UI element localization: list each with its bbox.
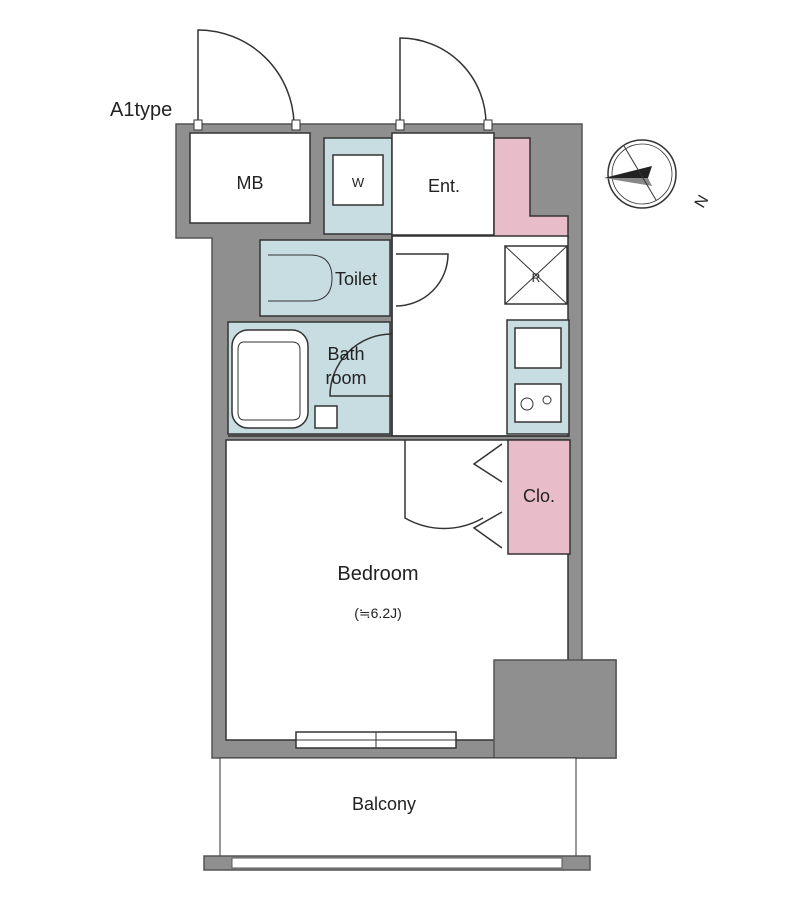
type-label: A1type <box>110 99 172 121</box>
compass-north-label: N <box>692 192 713 211</box>
bedroom-door-swing <box>404 440 484 530</box>
bath-label-2: room <box>325 368 366 388</box>
column <box>493 659 617 759</box>
closet-door-1 <box>472 443 503 483</box>
closet <box>507 439 571 555</box>
toilet-room <box>259 239 391 317</box>
mb-room <box>189 132 311 224</box>
bedroom-size-label: (≒6.2J) <box>354 605 402 621</box>
front-door-2 <box>399 37 487 125</box>
toilet-bowl <box>268 254 333 302</box>
closet-door-2 <box>472 511 503 549</box>
stove <box>514 383 562 423</box>
compass-icon <box>604 139 677 209</box>
balcony-label: Balcony <box>352 794 416 814</box>
entrance-label: Ent. <box>428 176 460 196</box>
bathtub <box>231 329 309 429</box>
fridge-label: R <box>532 271 541 285</box>
burner-left <box>520 397 534 411</box>
bath-basin <box>314 405 338 429</box>
bathtub-inner <box>237 341 301 421</box>
burner-right <box>542 395 552 405</box>
entrance-room <box>391 132 495 236</box>
toilet-label: Toilet <box>335 269 377 289</box>
washer-label: W <box>352 175 365 190</box>
bath-label-1: Bath <box>327 344 364 364</box>
washer-box <box>332 154 384 206</box>
sink <box>514 327 562 369</box>
balcony-rail-inner <box>231 857 563 869</box>
closet-label: Clo. <box>523 486 555 506</box>
bedroom-label: Bedroom <box>337 563 418 585</box>
toilet-door-swing <box>395 253 449 307</box>
bath-door-swing <box>329 333 393 397</box>
front-door-1 <box>197 29 295 125</box>
balcony <box>219 757 577 859</box>
mb-label: MB <box>237 173 264 193</box>
